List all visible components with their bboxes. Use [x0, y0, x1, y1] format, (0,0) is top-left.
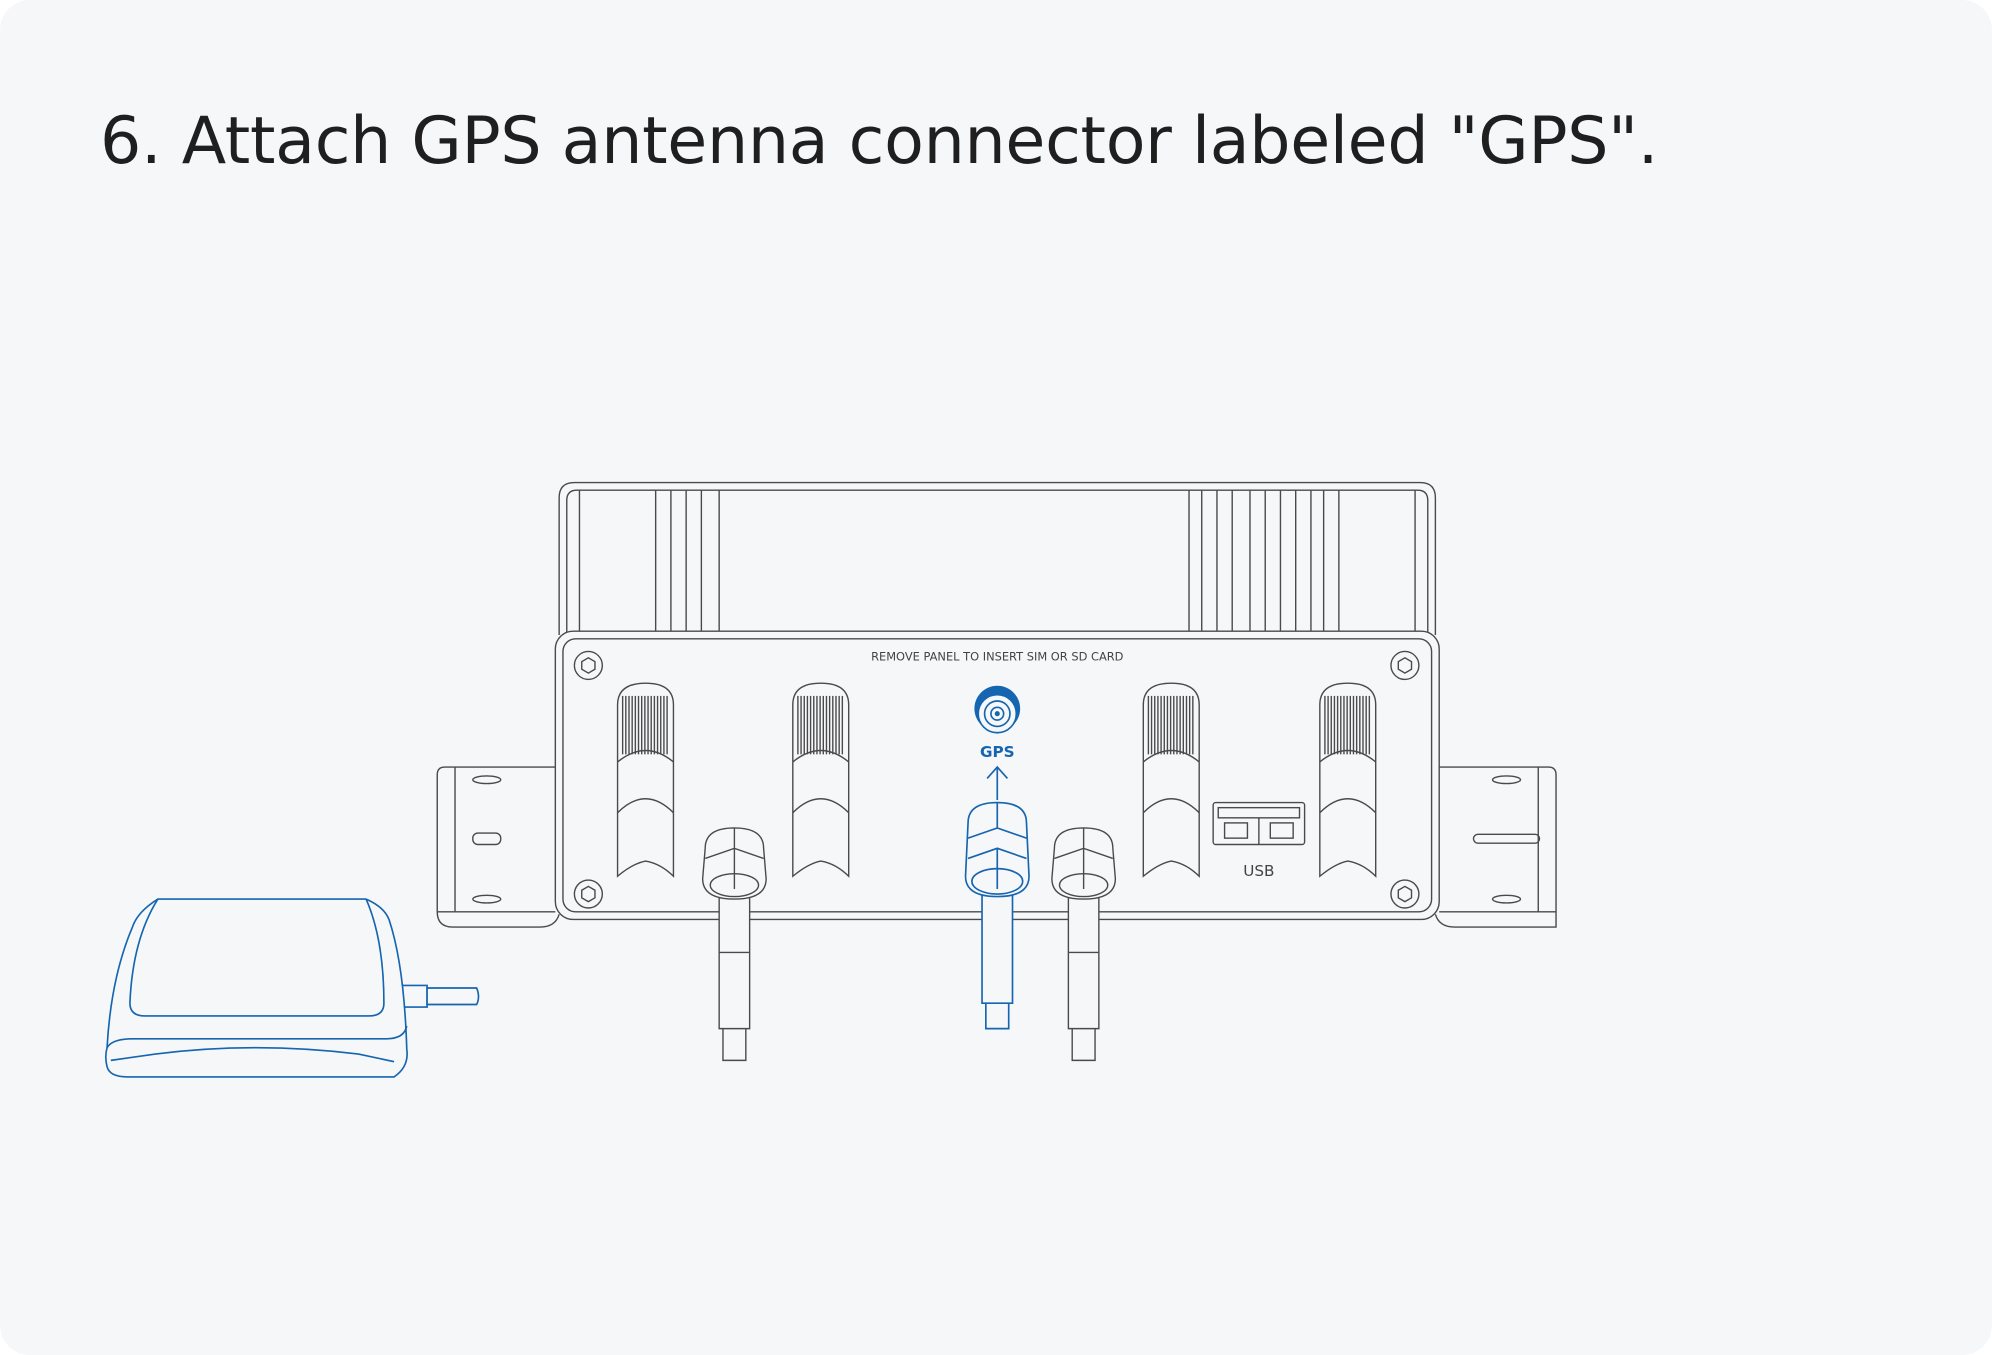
screw-icon — [1390, 879, 1420, 909]
gps-cable-connector[interactable] — [964, 801, 1030, 1030]
gps-antenna[interactable] — [104, 898, 480, 1078]
screw-icon — [573, 879, 604, 909]
panel-label: REMOVE PANEL TO INSERT SIM OR SD CARD — [871, 649, 1124, 663]
device-housing — [558, 481, 1437, 635]
mounting-flange-left — [436, 766, 560, 928]
screw-icon — [573, 650, 604, 681]
antenna-cable[interactable] — [701, 827, 767, 1062]
antenna-connector[interactable] — [1319, 682, 1377, 878]
antenna-cable[interactable] — [1051, 827, 1117, 1062]
gps-port-label: GPS — [980, 743, 1015, 761]
step-title: 6. Attach GPS antenna connector labeled … — [100, 104, 1659, 179]
gps-port[interactable] — [974, 685, 1021, 734]
screw-icon — [1390, 650, 1420, 681]
antenna-connector[interactable] — [616, 682, 675, 878]
antenna-connector[interactable] — [1142, 682, 1200, 878]
arrow-up-icon — [986, 765, 1009, 801]
usb-port[interactable] — [1212, 801, 1306, 846]
antenna-connector[interactable] — [792, 682, 850, 878]
usb-label: USB — [1243, 862, 1274, 880]
mounting-flange-right — [1434, 766, 1557, 928]
